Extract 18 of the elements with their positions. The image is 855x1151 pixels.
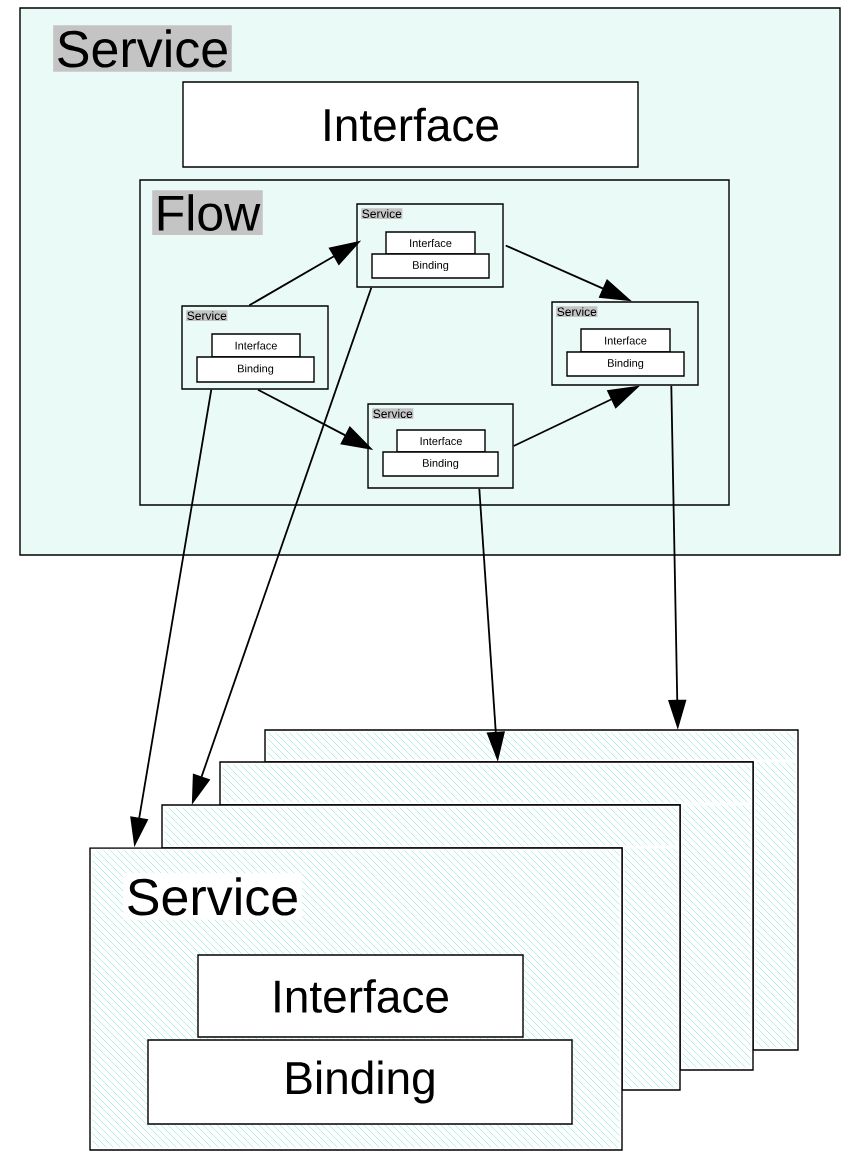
heading-label: Service — [556, 306, 598, 317]
component-box: Interface — [182, 81, 639, 168]
component-box: Interface — [211, 333, 301, 358]
heading-label: Service — [186, 310, 228, 321]
component-box: Interface — [396, 429, 486, 453]
component-box: Interface — [385, 231, 476, 255]
heading-label: Flow — [152, 190, 263, 235]
component-box: Binding — [382, 451, 499, 477]
heading-label: Service — [361, 208, 403, 219]
heading-label: Service — [123, 873, 302, 920]
component-box: Interface — [580, 328, 671, 353]
heading-label: Service — [372, 408, 414, 419]
component-box: Interface — [197, 954, 524, 1038]
component-box: Binding — [371, 253, 490, 279]
heading-label: Service — [53, 25, 232, 72]
component-box: Binding — [147, 1039, 573, 1125]
component-box: Binding — [566, 351, 685, 377]
component-box: Binding — [196, 356, 315, 383]
